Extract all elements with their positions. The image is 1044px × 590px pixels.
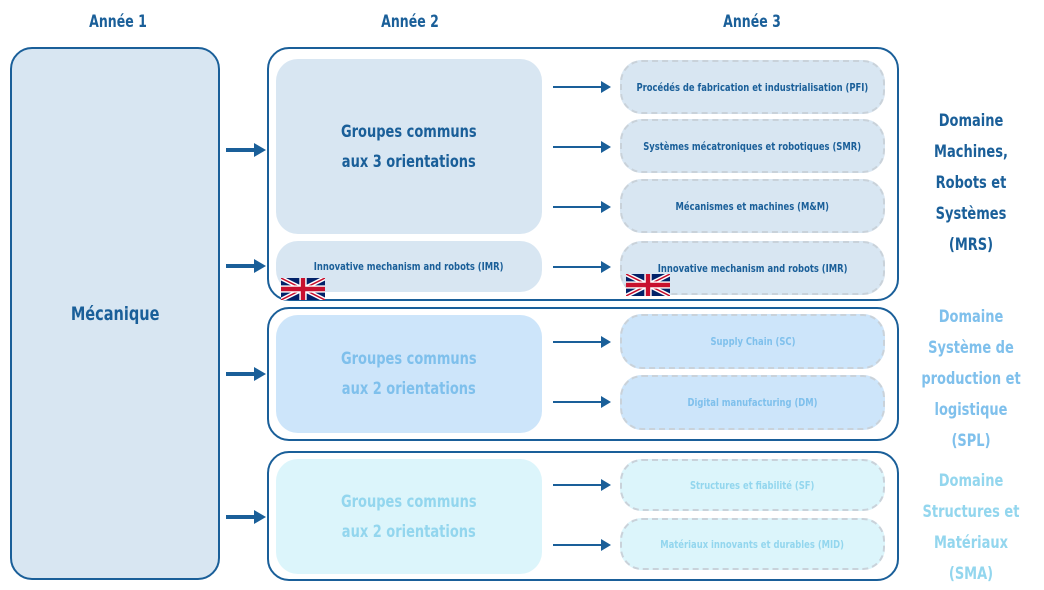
domain-spl-title-line-1: Domaine	[938, 307, 1004, 327]
arrow-year1-to-spl	[226, 367, 266, 381]
pill-smr: Systèmes mécatroniques et robotiques (SM…	[620, 119, 885, 173]
domain-mrs-title: Domaine Machines, Robots et Systèmes (MR…	[916, 106, 1027, 261]
pill-pfi-label: Procédés de fabrication et industrialisa…	[636, 80, 869, 94]
spl-common-groups-box: Groupes communs aux 2 orientations	[276, 315, 542, 433]
year-2-header: Année 2	[381, 12, 439, 32]
spl-group-line-1: Groupes communs	[341, 349, 477, 369]
domain-mrs-title-line-1: Domaine	[938, 111, 1004, 131]
pill-sc-label: Supply Chain (SC)	[710, 335, 795, 348]
arrow-to-pfi	[553, 81, 611, 93]
arrow-to-mid	[553, 539, 611, 551]
domain-sma-title-line-1: Domaine	[938, 471, 1004, 491]
uk-flag-icon	[626, 274, 670, 296]
arrow-to-sf	[553, 479, 611, 491]
year-1-mecanique-box: Mécanique	[10, 47, 220, 580]
arrow-to-smr	[553, 141, 611, 153]
pill-mid-label: Matériaux innovants et durables (MID)	[660, 537, 845, 551]
sma-common-groups-box: Groupes communs aux 2 orientations	[276, 459, 542, 574]
arrow-year1-to-imr	[226, 259, 266, 273]
year-1-header: Année 1	[89, 12, 147, 32]
pill-sc: Supply Chain (SC)	[620, 314, 885, 369]
domain-spl-title-line-2: Système de	[928, 338, 1014, 358]
pill-mm: Mécanismes et machines (M&M)	[620, 179, 885, 233]
domain-sma-title-line-2: Structures et	[922, 502, 1020, 522]
spl-group-line-2: aux 2 orientations	[342, 379, 476, 399]
domain-spl-title: Domaine Système de production et logisti…	[916, 302, 1027, 457]
arrow-year1-to-mrs-groups	[226, 143, 266, 157]
arrow-year1-to-sma	[226, 510, 266, 524]
pill-mid: Matériaux innovants et durables (MID)	[620, 518, 885, 570]
year-3-header: Année 3	[723, 12, 781, 32]
mrs-group-line-2: aux 3 orientations	[342, 151, 476, 172]
arrow-to-dm	[553, 396, 611, 408]
pill-sf: Structures et fiabilité (SF)	[620, 459, 885, 511]
pill-dm: Digital manufacturing (DM)	[620, 375, 885, 430]
domain-spl-title-line-4: logistique (SPL)	[934, 400, 1008, 451]
mrs-imr-year2-label: Innovative mechanism and robots (IMR)	[314, 260, 504, 273]
domain-sma-title-line-3: Matériaux (SMA)	[933, 533, 1009, 584]
pill-dm-label: Digital manufacturing (DM)	[687, 396, 818, 409]
uk-flag-icon	[281, 278, 325, 300]
pill-imr-year3: Innovative mechanism and robots (IMR)	[620, 241, 885, 295]
arrow-to-imr-year3	[553, 261, 611, 273]
mrs-group-line-1: Groupes communs	[341, 121, 477, 142]
domain-sma-title: Domaine Structures et Matériaux (SMA)	[916, 466, 1027, 590]
arrow-to-sc	[553, 336, 611, 348]
pill-pfi: Procédés de fabrication et industrialisa…	[620, 60, 885, 114]
pill-smr-label: Systèmes mécatroniques et robotiques (SM…	[643, 139, 862, 153]
domain-spl-title-line-3: production et	[921, 369, 1021, 389]
sma-group-line-1: Groupes communs	[341, 491, 477, 512]
year-1-label: Mécanique	[70, 302, 160, 325]
pill-mm-label: Mécanismes et machines (M&M)	[675, 199, 830, 213]
mrs-common-groups-box: Groupes communs aux 3 orientations	[276, 59, 542, 234]
arrow-to-mm	[553, 201, 611, 213]
domain-mrs-title-line-4: Systèmes (MRS)	[935, 204, 1007, 255]
sma-group-line-2: aux 2 orientations	[342, 521, 476, 542]
pill-sf-label: Structures et fiabilité (SF)	[690, 478, 815, 492]
pill-imr-year3-label: Innovative mechanism and robots (IMR)	[657, 261, 848, 275]
domain-mrs-title-line-3: Robots et	[935, 173, 1007, 193]
domain-mrs-title-line-2: Machines,	[934, 142, 1008, 162]
